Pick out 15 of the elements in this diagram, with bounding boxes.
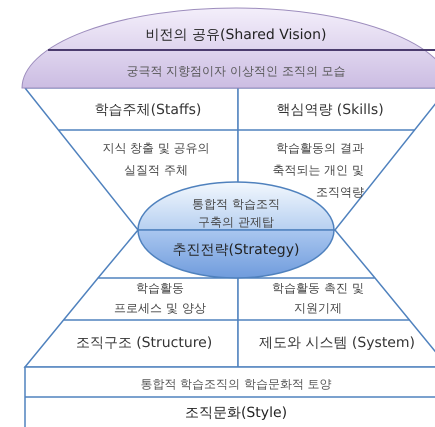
description-text: 지식 창출 및 공유의 실질적 주체 (101, 140, 211, 179)
heading-text: 조직문화(Style) (184, 404, 288, 423)
description-text: 통합적 학습조직의 학습문화적 토양 (139, 376, 333, 393)
description-text: 학습활동의 결과 축적되는 개인 및 조직역량 (271, 140, 364, 199)
base-panel (25, 367, 435, 427)
heading-text: 조직구조 (Structure) (74, 334, 214, 352)
heading-text: 비전의 공유(Shared Vision) (144, 26, 328, 45)
description-text: 학습활동 촉진 및 지원기제 (271, 280, 365, 317)
heading-text: 제도와 시스템 (System) (258, 334, 416, 352)
heading-text: 학습주체(Staffs) (94, 101, 202, 119)
description-text: 궁극적 지향점이자 이상적인 조직의 모습 (125, 63, 347, 80)
description-text: 학습활동 프로세스 및 양상 (113, 280, 207, 317)
heading-text: 핵심역량 (Skills) (275, 101, 385, 119)
description-text: 통합적 학습조직 구축의 관제탑 (191, 196, 281, 231)
heading-text: 추진전략(Strategy) (172, 241, 300, 260)
